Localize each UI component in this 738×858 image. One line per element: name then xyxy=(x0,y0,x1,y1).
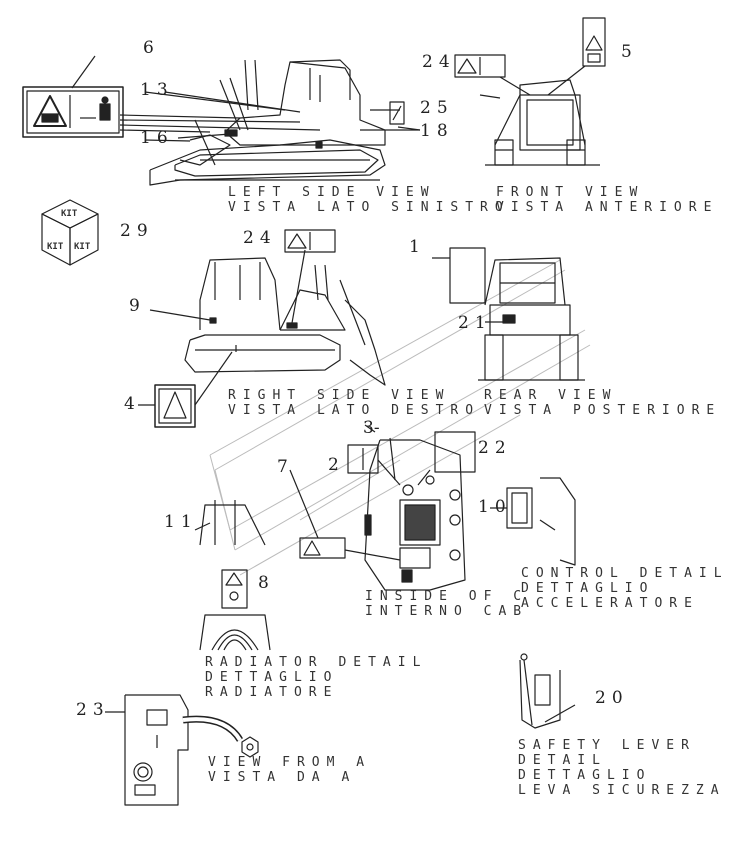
decal-6 xyxy=(22,55,124,138)
kit-label-left: KIT xyxy=(47,242,64,252)
caption-front-view-it: VISTA ANTERIORE xyxy=(496,200,719,215)
decal-25 xyxy=(389,101,405,125)
callout-23: 23 xyxy=(76,700,110,720)
callout-13: 13 xyxy=(140,80,174,100)
decal-8 xyxy=(221,569,248,609)
decal-5 xyxy=(547,17,606,96)
callout-6: 6 xyxy=(143,38,160,58)
caption-view-from-a-it: VISTA DA A xyxy=(208,770,357,785)
caption-radiator-detail-it1: DETTAGLIO xyxy=(205,670,339,685)
callout-10: 10 xyxy=(478,497,512,517)
caption-control-detail-it2: ACCELERATORE xyxy=(521,596,699,611)
callout-25: 25 xyxy=(420,98,454,118)
callout-2: 2 xyxy=(328,455,345,475)
inside-cab-panel xyxy=(364,439,466,591)
callout-21: 21 xyxy=(458,313,492,333)
caption-radiator-detail-it2: RADIATORE xyxy=(205,685,339,700)
kit-label-top: KIT xyxy=(61,209,78,219)
radiator-detail-drawing xyxy=(199,614,271,651)
caption-front-view: FRONT VIEW xyxy=(496,185,645,200)
caption-rear-view-it: VISTA POSTERIORE xyxy=(484,403,722,418)
callout-7: 7 xyxy=(277,457,294,477)
caption-view-from-a: VIEW FROM A xyxy=(208,755,372,770)
rear-view-dozer xyxy=(432,247,585,381)
callout-29: 29 xyxy=(120,221,154,241)
decal-24-mid xyxy=(284,229,336,253)
kit-cube-29 xyxy=(41,199,99,266)
caption-control-detail: CONTROL DETAIL xyxy=(521,566,729,581)
caption-inside-cab: INSIDE OF C xyxy=(365,589,529,604)
callout-16: 16 xyxy=(140,128,174,148)
left-side-view-dozer xyxy=(119,59,420,186)
decal-2 xyxy=(347,444,401,486)
callout-4: 4 xyxy=(124,394,141,414)
callout-24-mid: 24 xyxy=(243,228,277,248)
caption-safety-lever-it1: DETTAGLIO xyxy=(518,768,652,783)
decal-22 xyxy=(417,431,476,486)
decal-24-top xyxy=(454,54,531,96)
callout-24-top: 24 xyxy=(422,52,456,72)
callout-20: 20 xyxy=(595,688,629,708)
callout-11: 11 xyxy=(164,512,198,532)
caption-left-side-view-it: VISTA LATO SINISTRO xyxy=(228,200,510,215)
caption-control-detail-it1: DETTAGLIO xyxy=(521,581,655,596)
decal-7 xyxy=(289,469,401,561)
safety-lever-detail xyxy=(519,653,576,729)
caption-safety-lever-it2: LEVA SICUREZZA xyxy=(518,783,726,798)
caption-safety-lever-detail: DETAIL xyxy=(518,753,607,768)
decal-23-view-from-a xyxy=(105,694,259,806)
callout-1: 1 xyxy=(409,237,426,257)
right-side-view-dozer xyxy=(149,249,386,386)
callout-5: 5 xyxy=(621,42,638,62)
caption-right-side-view-it: VISTA LATO DESTRO xyxy=(228,403,481,418)
kit-label-right: KIT xyxy=(74,242,91,252)
decal-4 xyxy=(138,351,233,428)
front-view-dozer xyxy=(479,79,600,166)
callout-9: 9 xyxy=(129,296,146,316)
caption-safety-lever: SAFETY LEVER xyxy=(518,738,696,753)
callout-22: 22 xyxy=(478,438,512,458)
callout-3: 3- xyxy=(363,418,380,438)
callout-18: 18 xyxy=(420,121,454,141)
caption-right-side-view: RIGHT SIDE VIEW xyxy=(228,388,451,403)
callout-8: 8 xyxy=(258,573,275,593)
caption-inside-cab-it: INTERNO CAB xyxy=(365,604,529,619)
caption-left-side-view: LEFT SIDE VIEW xyxy=(228,185,436,200)
decal-11-detail xyxy=(194,500,266,546)
caption-radiator-detail: RADIATOR DETAIL xyxy=(205,655,428,670)
caption-rear-view: REAR VIEW xyxy=(484,388,618,403)
decal-10-control-detail xyxy=(490,477,576,566)
